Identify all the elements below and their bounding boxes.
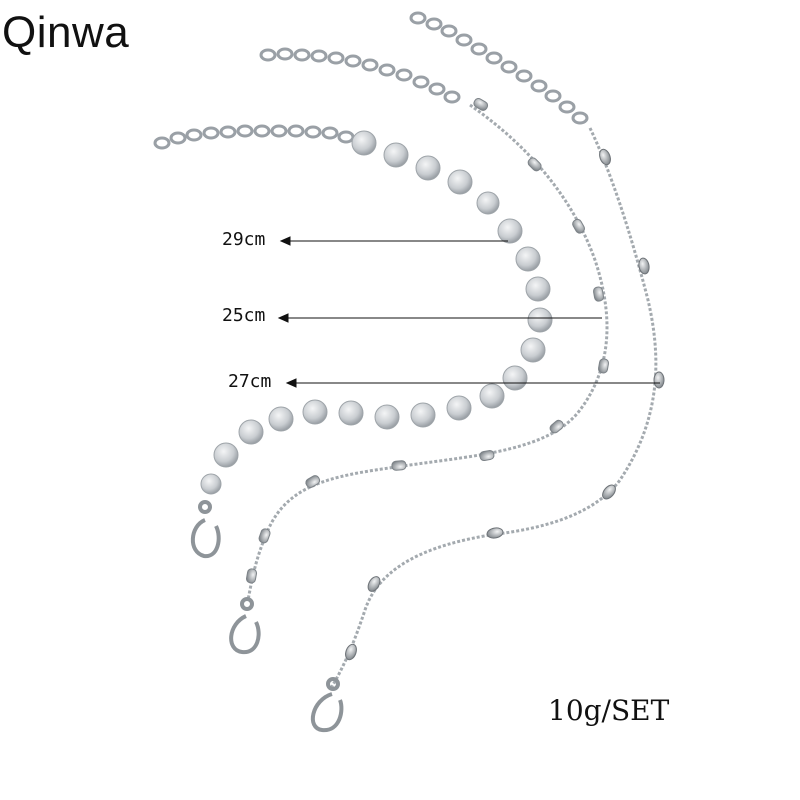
measurement-label-25cm: 25cm [222,305,266,326]
lobster-clasp-2 [229,597,261,655]
sequin-discs [200,130,553,495]
weight-label: 10g/SET [548,694,670,727]
ball-chain-3 [328,127,658,691]
oval-beads [345,148,665,661]
brand-watermark: Qinwa [2,8,130,57]
extender-chain-3 [409,11,589,125]
sequin-bracelet [153,124,553,559]
measurement-label-27cm: 27cm [228,371,272,392]
textured-bead-bracelet [229,47,610,655]
textured-beads [245,98,610,584]
extender-chain-2 [259,47,461,104]
measurement-arrows [277,236,660,388]
ball-chain-2 [246,103,609,601]
measurement-label-29cm: 29cm [222,229,266,250]
lobster-clasp-1 [190,500,221,559]
extender-chain-1 [153,124,355,150]
oval-bead-bracelet [311,11,665,733]
lobster-clasp-3 [311,677,344,733]
